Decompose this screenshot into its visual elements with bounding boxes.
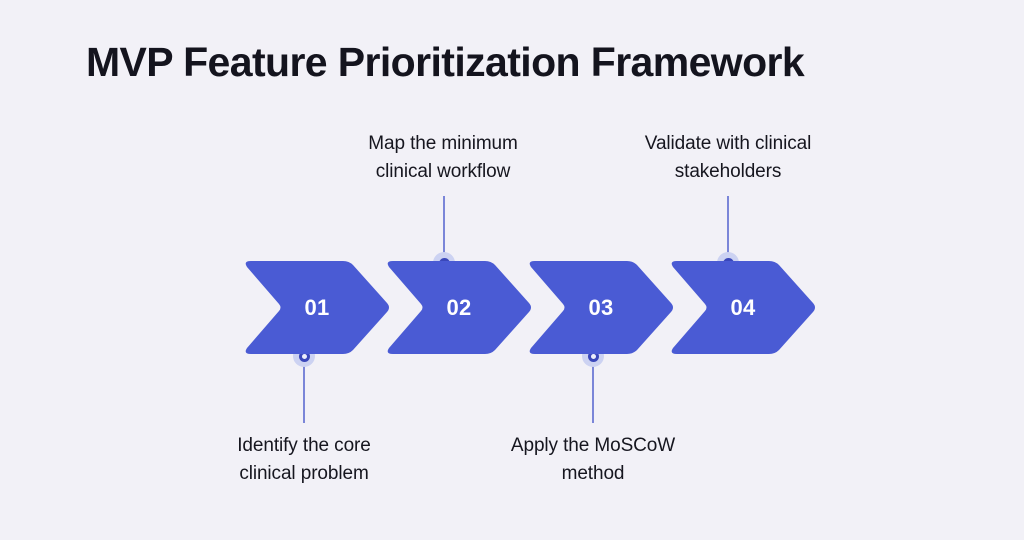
step-label-02-line1: Map the minimum <box>368 133 518 154</box>
process-step-02[interactable]: 02 <box>385 259 533 356</box>
connector-line-step-04 <box>727 196 729 262</box>
connector-line-step-01 <box>303 353 305 423</box>
chevron-shape-02 <box>387 261 531 354</box>
step-label-04-line1: Validate with clinical <box>644 133 812 154</box>
step-label-02: Map the minimum clinical workflow <box>323 130 563 186</box>
chevron-shape-03 <box>529 261 673 354</box>
connector-line-step-03 <box>592 353 594 423</box>
chevron-shape-01 <box>245 261 389 354</box>
page-title: MVP Feature Prioritization Framework <box>86 39 805 85</box>
step-label-01: Identify the core clinical problem <box>184 432 424 488</box>
process-step-number-02: 02 <box>446 294 472 320</box>
step-label-01-line1: Identify the core <box>237 435 371 456</box>
process-step-number-03: 03 <box>588 294 614 320</box>
connector-line-step-02 <box>443 196 445 262</box>
step-label-02-line2: clinical workflow <box>375 161 511 182</box>
step-label-03: Apply the MoSCoW method <box>473 432 713 488</box>
step-label-04-line2: stakeholders <box>674 161 782 182</box>
process-step-04[interactable]: 04 <box>669 259 817 356</box>
process-step-number-04: 04 <box>730 294 756 320</box>
process-flow-track: 01 02 03 04 <box>243 259 815 356</box>
step-label-03-line2: method <box>561 463 625 484</box>
process-step-number-01: 01 <box>304 294 330 320</box>
step-label-03-line1: Apply the MoSCoW <box>510 435 676 456</box>
step-label-04: Validate with clinical stakeholders <box>603 130 853 186</box>
step-label-01-line2: clinical problem <box>239 463 369 484</box>
chevron-shape-04 <box>671 261 815 354</box>
process-step-03[interactable]: 03 <box>527 259 675 356</box>
process-step-01[interactable]: 01 <box>243 259 391 356</box>
